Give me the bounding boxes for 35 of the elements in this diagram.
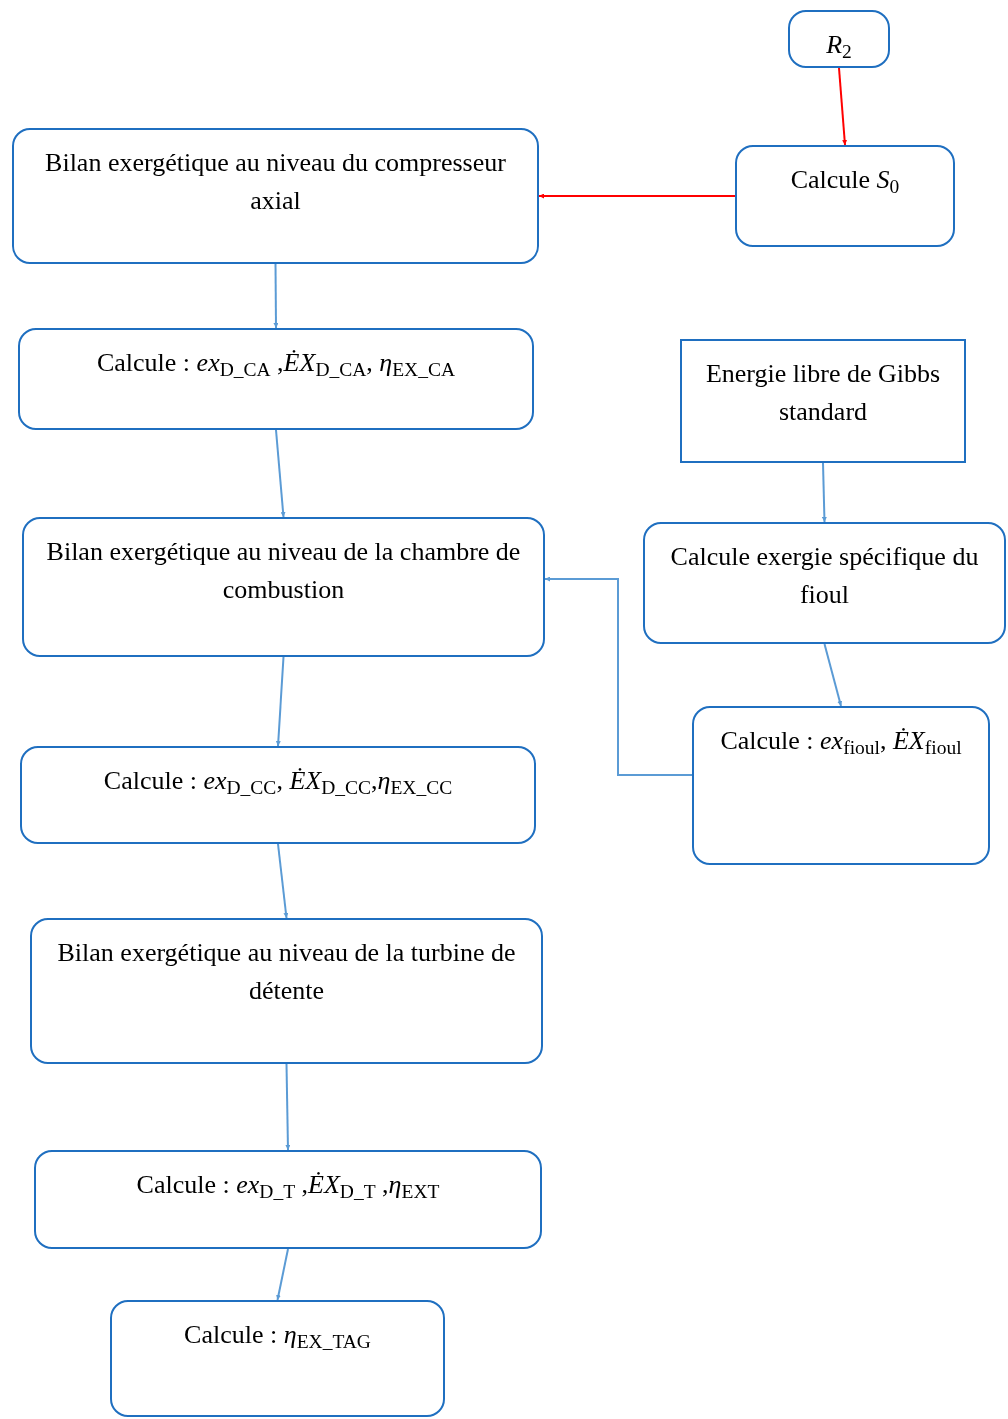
- box-text: Calcule exergie spécifique du fioul: [669, 541, 980, 611]
- arrow: [821, 462, 827, 523]
- arrow: [277, 843, 289, 919]
- box-text: Bilan exergétique au niveau du compresseur axial: [44, 147, 507, 217]
- arrow: [838, 67, 848, 146]
- process-box: [20, 746, 536, 844]
- box-text: Calcule : ex$_{D_T}$ ,ĖX$_{D_T}$ ,η$_{EXT}$: [136, 1169, 440, 1204]
- process-box: [30, 918, 543, 1064]
- box-text: Bilan exergétique au niveau de la chambre de combustion: [45, 536, 522, 606]
- box-text: Calcule : ex$_{D_CA}$ ,ĖX$_{D_CA}$, η$_{EX_CA}$: [96, 347, 456, 382]
- arrow: [276, 1248, 289, 1301]
- arrow: [273, 263, 279, 329]
- arrow: [275, 656, 285, 747]
- box-text: Calcule : ex$_{fioul}$, ĖX$_{fioul}$: [720, 725, 962, 760]
- arrow: [285, 1063, 291, 1151]
- arrow: [544, 576, 693, 776]
- arrow: [823, 643, 843, 707]
- process-box: [692, 706, 990, 865]
- box-text: R$_{2}$: [826, 29, 852, 64]
- process-box: [680, 339, 966, 463]
- box-text: Calcule : η$_{EX_TAG}$: [184, 1319, 371, 1354]
- arrow: [275, 429, 286, 518]
- process-box: [12, 128, 539, 264]
- process-box: [22, 517, 545, 657]
- arrow: [538, 193, 736, 199]
- box-text: Energie libre de Gibbs standard: [704, 358, 942, 428]
- process-box: [788, 10, 890, 68]
- process-box: [34, 1150, 542, 1249]
- process-box: [18, 328, 534, 430]
- process-box: [643, 522, 1006, 644]
- process-box: [110, 1300, 445, 1417]
- box-text: Calcule : ex$_{D_CC}$, ĖX$_{D_CC}$,η$_{EX_CC}$: [103, 765, 453, 800]
- box-text: Calcule S$_{0}$: [790, 164, 900, 199]
- box-text: Bilan exergétique au niveau de la turbine de détente: [56, 937, 517, 1007]
- process-box: [735, 145, 955, 247]
